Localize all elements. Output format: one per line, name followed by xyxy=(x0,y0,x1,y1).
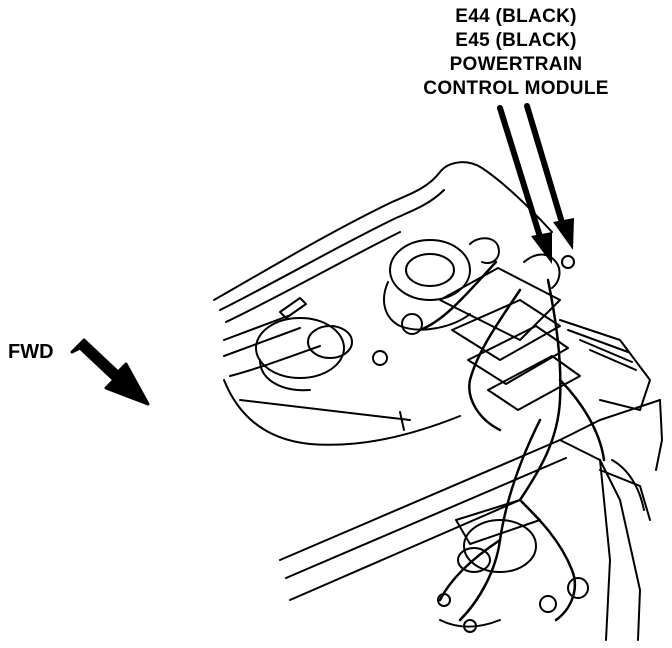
connector-e44-label: E44 (BLACK) xyxy=(455,6,577,27)
module-label-line-2: CONTROL MODULE xyxy=(423,78,609,99)
fwd-arrow-icon xyxy=(70,338,150,406)
wire-harness xyxy=(418,260,606,622)
cowl-outline xyxy=(213,161,553,377)
connector-e45-label: E45 (BLACK) xyxy=(455,30,577,51)
module-label-line-1: POWERTRAIN xyxy=(449,54,583,75)
lower-components xyxy=(437,499,589,633)
inner-fender xyxy=(223,379,663,521)
front-frame-rail xyxy=(279,399,661,641)
pcm-mount-area xyxy=(439,237,651,411)
callout-arrows xyxy=(497,103,574,264)
left-strut-tower xyxy=(255,239,471,392)
forward-direction-label: FWD xyxy=(8,341,54,363)
